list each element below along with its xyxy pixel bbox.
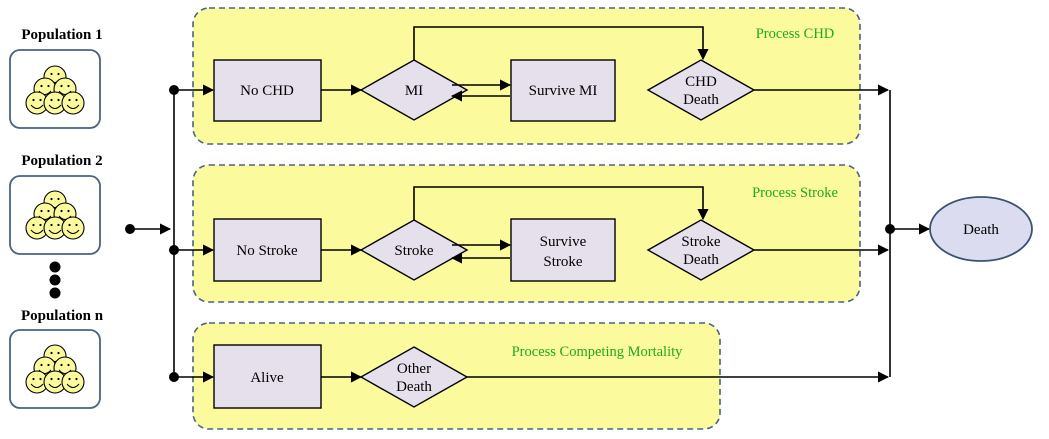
population-2-label: Population 2 xyxy=(21,153,102,169)
arrow-mi-to-chd-death xyxy=(413,26,709,61)
node-alive-label: Alive xyxy=(250,370,284,386)
node-chd-death: CHD Death xyxy=(646,59,756,121)
node-death: Death xyxy=(929,196,1033,262)
population-n: Population n xyxy=(9,308,104,409)
node-stroke: Stroke xyxy=(359,219,469,281)
node-death-label: Death xyxy=(963,222,999,238)
node-other-death: Other Death xyxy=(359,346,469,408)
node-alive: Alive xyxy=(213,344,322,409)
node-survive-stroke: Survive Stroke xyxy=(510,218,616,282)
node-survive-stroke-line2: Stroke xyxy=(543,254,583,270)
node-chd-death-line1: CHD xyxy=(685,74,717,90)
node-chd-death-line2: Death xyxy=(683,92,719,108)
node-no-chd-label: No CHD xyxy=(240,83,294,99)
node-no-chd: No CHD xyxy=(213,59,322,122)
node-no-stroke-label: No Stroke xyxy=(236,243,298,259)
node-survive-mi: Survive MI xyxy=(510,59,616,122)
node-stroke-death-line2: Death xyxy=(683,252,719,268)
process-competing-title: Process Competing Mortality xyxy=(512,344,684,360)
node-mi-label: MI xyxy=(405,83,423,99)
node-no-stroke: No Stroke xyxy=(213,218,322,282)
node-other-death-line1: Other xyxy=(397,361,431,377)
node-stroke-death: Stroke Death xyxy=(646,219,756,281)
node-survive-stroke-line1: Survive xyxy=(540,234,587,250)
arrow-stroke-to-stroke-death xyxy=(413,186,709,221)
ellipsis-dots xyxy=(49,261,61,299)
node-survive-mi-label: Survive MI xyxy=(529,83,598,99)
population-2: Population 2 xyxy=(9,153,103,255)
process-chd-title: Process CHD xyxy=(756,26,835,42)
input-dot xyxy=(125,224,135,234)
node-stroke-label: Stroke xyxy=(394,243,434,259)
population-n-label: Population n xyxy=(21,308,104,324)
node-other-death-line2: Death xyxy=(396,379,432,395)
population-1: Population 1 xyxy=(9,27,103,129)
process-stroke-title: Process Stroke xyxy=(752,185,838,201)
node-mi: MI xyxy=(359,59,469,121)
node-stroke-death-line1: Stroke xyxy=(681,234,721,250)
population-1-label: Population 1 xyxy=(21,27,102,43)
